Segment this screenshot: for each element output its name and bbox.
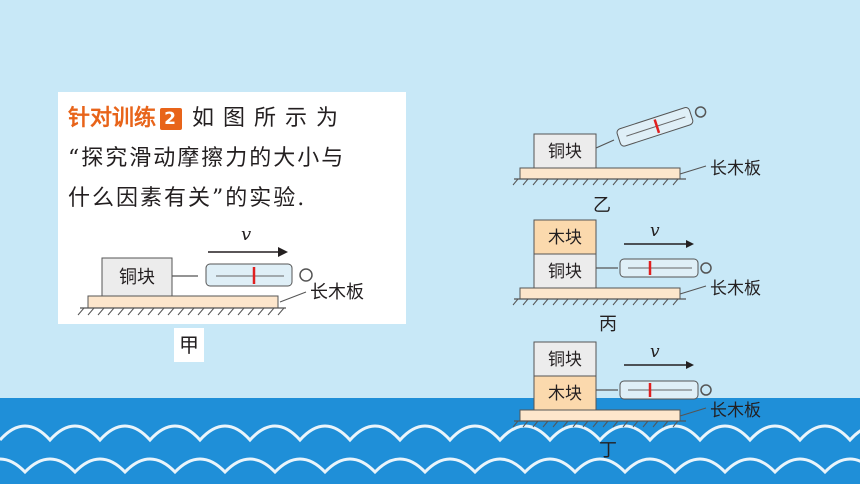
velocity-label: v	[650, 342, 660, 362]
copper-block	[533, 133, 597, 169]
figure-ding-diagram: 铜块 木块 v 长木板 丁	[512, 341, 761, 461]
figure-yi-label: 乙	[593, 195, 611, 216]
velocity-label: v	[650, 221, 660, 241]
block-label: 铜块	[119, 267, 155, 288]
spring-scale	[205, 263, 293, 287]
figure-bing-diagram: 木块 铜块 v 长木板 丙	[512, 219, 761, 335]
figure-jia-diagram: v 铜块 长木板	[77, 224, 364, 316]
right-figures: 铜块 长木板 乙 木块 铜块 v 长木板 丙	[512, 106, 761, 461]
figure-yi-diagram: 铜块 长木板 乙	[512, 106, 761, 216]
copper-block	[533, 253, 597, 289]
question-text-1: 如图所示为	[192, 106, 348, 131]
figure-jia-label: 甲	[174, 328, 204, 362]
top-block-label: 铜块	[548, 350, 582, 370]
question-line-2: “探究滑动摩擦力的大小与	[68, 146, 346, 171]
long-board	[87, 295, 279, 309]
board-label: 长木板	[310, 282, 364, 303]
board-label: 长木板	[710, 279, 761, 299]
wood-block	[533, 219, 597, 255]
question-line-3: 什么因素有关”的实验.	[68, 186, 307, 211]
question-tag: 针对训练	[68, 106, 157, 131]
board-label: 长木板	[710, 159, 761, 179]
question-number-badge: 2	[160, 108, 183, 130]
top-block-label: 木块	[548, 228, 582, 248]
board-label: 长木板	[710, 401, 761, 421]
block-label: 铜块	[548, 142, 582, 162]
bottom-block-label: 铜块	[548, 262, 582, 282]
velocity-label: v	[241, 224, 251, 245]
bottom-block-label: 木块	[548, 384, 582, 404]
figure-bing-label: 丙	[599, 314, 617, 335]
figure-ding-label: 丁	[599, 440, 617, 461]
wood-block	[533, 375, 597, 411]
